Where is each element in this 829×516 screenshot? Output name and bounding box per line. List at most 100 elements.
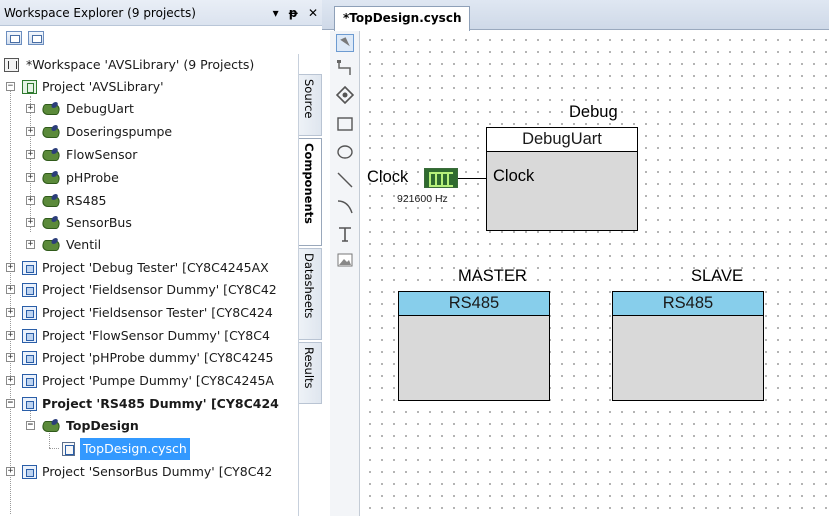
component-type-label: RS485 xyxy=(613,292,763,316)
clock-instance-name: Clock xyxy=(367,168,409,186)
project-icon xyxy=(22,351,37,365)
rs485-slave-component[interactable]: RS485 xyxy=(612,291,764,401)
wire-tool-icon[interactable] xyxy=(336,59,354,77)
pin-icon[interactable]: ᵽ xyxy=(288,6,298,20)
project-icon xyxy=(22,465,37,479)
panel-controls: ▾ ᵽ ✕ xyxy=(267,0,318,26)
expand-toggle[interactable]: + xyxy=(26,217,35,227)
workspace-explorer-panel: Workspace Explorer (9 projects) ▾ ᵽ ✕ *W… xyxy=(0,0,322,516)
tree-item-label: TopDesign.cysch xyxy=(80,438,190,460)
expand-toggle[interactable]: + xyxy=(26,149,35,159)
close-icon[interactable]: ✕ xyxy=(307,6,318,20)
side-tabs: Source Components Datasheets Results xyxy=(298,54,322,516)
tree-item-label: Ventil xyxy=(66,237,102,252)
component-type-label: RS485 xyxy=(399,292,549,316)
expand-toggle[interactable]: + xyxy=(6,262,15,272)
tree-item-label: Project 'pHProbe dummy' [CY8C4245 xyxy=(42,350,274,365)
select-pointer-icon[interactable] xyxy=(336,34,354,52)
component-icon xyxy=(39,150,63,161)
schematic-file-icon xyxy=(62,442,75,456)
clock-frequency: 921600 Hz xyxy=(397,193,448,205)
drawing-tool-palette xyxy=(330,31,360,516)
component-icon xyxy=(39,104,63,115)
component-icon xyxy=(39,421,63,432)
tab-topdesign[interactable]: *TopDesign.cysch xyxy=(334,6,471,31)
schematic-canvas[interactable]: Debug DebugUart Clock Clock 921600 Hz MA… xyxy=(361,31,829,516)
expand-toggle[interactable]: + xyxy=(26,126,35,136)
collapse-toggle[interactable]: − xyxy=(6,398,15,408)
tree-item-label: TopDesign xyxy=(66,418,139,433)
project-icon xyxy=(22,261,37,275)
project-tree: *Workspace 'AVSLibrary' (9 Projects) − P… xyxy=(0,54,298,516)
component-instance-name: Debug xyxy=(569,103,618,121)
explorer-toolbar xyxy=(0,26,298,52)
debuguart-component[interactable]: DebugUart Clock xyxy=(486,127,638,231)
component-icon xyxy=(39,218,63,229)
explorer-title: Workspace Explorer (9 projects) xyxy=(4,6,196,20)
rectangle-tool-icon[interactable] xyxy=(336,115,354,133)
tree-item-label: FlowSensor xyxy=(66,147,138,162)
expand-toggle[interactable]: + xyxy=(6,352,15,362)
explorer-title-bar: Workspace Explorer (9 projects) ▾ ᵽ ✕ xyxy=(0,0,322,26)
expand-toggle[interactable]: + xyxy=(6,307,15,317)
add-folder-icon[interactable] xyxy=(28,31,44,45)
tree-item-label: RS485 xyxy=(66,193,107,208)
expand-toggle[interactable]: + xyxy=(6,284,15,294)
tab-source[interactable]: Source xyxy=(299,74,322,136)
tree-item-label: Project 'FlowSensor Dummy' [CY8C4 xyxy=(42,328,270,343)
document-tab-strip: *TopDesign.cysch xyxy=(322,0,829,31)
arc-tool-icon[interactable] xyxy=(336,197,354,215)
tree-item-label: Project 'AVSLibrary' xyxy=(42,79,164,94)
library-project-icon xyxy=(22,80,37,94)
expand-toggle[interactable]: + xyxy=(6,330,15,340)
collapse-toggle[interactable]: − xyxy=(6,81,15,91)
project-icon xyxy=(22,397,37,411)
tab-label: Results xyxy=(302,347,316,389)
collapse-toggle[interactable]: − xyxy=(26,420,35,430)
ellipse-tool-icon[interactable] xyxy=(336,143,354,161)
tree-item-label: Project 'RS485 Dummy' [CY8C424 xyxy=(42,396,279,411)
tree-item-label: SensorBus xyxy=(66,215,132,230)
project-icon xyxy=(22,306,37,320)
tab-components[interactable]: Components xyxy=(299,138,322,246)
component-type-label: DebugUart xyxy=(487,128,637,152)
tree-item-label: DebugUart xyxy=(66,101,134,116)
tree-item-label: Project 'Debug Tester' [CY8C4245AX xyxy=(42,260,269,275)
tab-label: Source xyxy=(302,79,316,119)
tree-item-label: *Workspace 'AVSLibrary' (9 Projects) xyxy=(26,57,255,72)
component-icon xyxy=(39,196,63,207)
dropdown-icon[interactable]: ▾ xyxy=(272,6,279,20)
project-icon xyxy=(22,283,37,297)
tab-label: Datasheets xyxy=(302,253,316,319)
component-instance-name: SLAVE xyxy=(691,267,743,285)
tab-results[interactable]: Results xyxy=(299,342,322,404)
expand-toggle[interactable]: + xyxy=(26,195,35,205)
component-icon xyxy=(39,127,63,138)
wire[interactable] xyxy=(458,178,486,179)
tree-item-label: Project 'Pumpe Dummy' [CY8C4245A xyxy=(42,373,274,388)
expand-toggle[interactable]: + xyxy=(6,466,15,476)
text-tool-icon[interactable] xyxy=(336,225,354,243)
expand-toggle[interactable]: + xyxy=(26,103,35,113)
tree-item-label: Project 'SensorBus Dummy' [CY8C42 xyxy=(42,464,273,479)
pin-label: Clock xyxy=(493,167,535,185)
component-instance-name: MASTER xyxy=(458,267,527,285)
tree-item-label: Project 'Fieldsensor Tester' [CY8C424 xyxy=(42,305,273,320)
tab-label: Components xyxy=(302,143,316,224)
project-icon xyxy=(22,374,37,388)
project-icon xyxy=(22,329,37,343)
tab-datasheets[interactable]: Datasheets xyxy=(299,248,322,340)
component-icon xyxy=(39,240,63,251)
component-icon xyxy=(39,173,63,184)
component-tool-icon[interactable] xyxy=(336,86,354,104)
image-tool-icon[interactable] xyxy=(336,251,354,269)
rs485-master-component[interactable]: RS485 xyxy=(398,291,550,401)
expand-toggle[interactable]: + xyxy=(26,172,35,182)
add-item-icon[interactable] xyxy=(6,31,22,45)
expand-toggle[interactable]: + xyxy=(6,375,15,385)
expand-toggle[interactable]: + xyxy=(26,239,35,249)
tree-item-label: Doseringspumpe xyxy=(66,124,173,139)
tree-item-label: pHProbe xyxy=(66,170,119,185)
line-tool-icon[interactable] xyxy=(336,171,354,189)
clock-symbol-icon[interactable] xyxy=(424,168,458,188)
